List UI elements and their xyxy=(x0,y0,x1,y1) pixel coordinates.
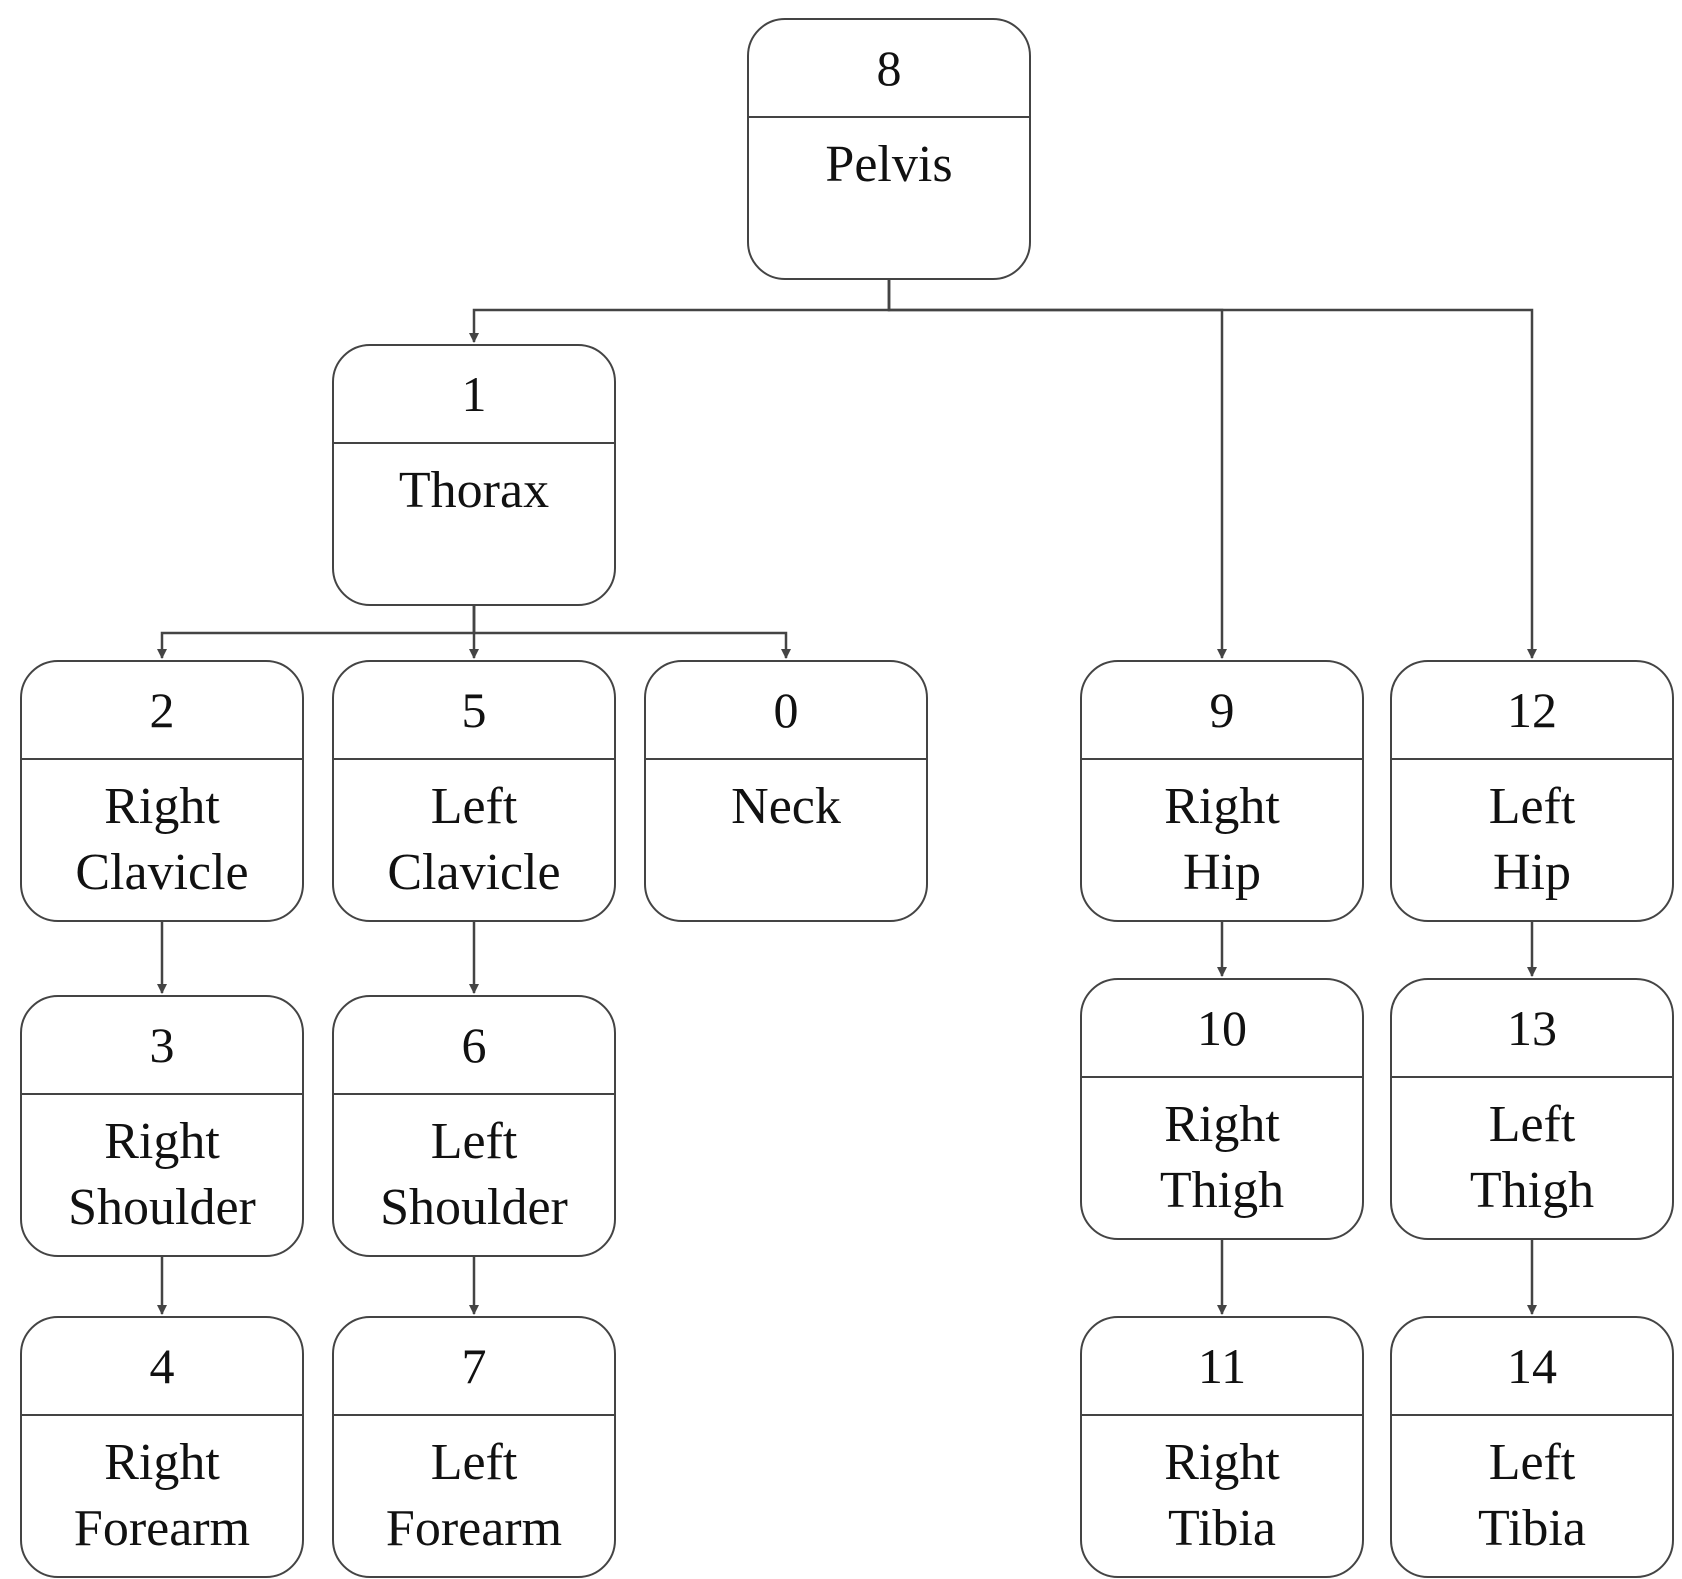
node-right-thigh: 10 Right Thigh xyxy=(1080,978,1364,1240)
node-index: 12 xyxy=(1392,662,1672,760)
node-index: 7 xyxy=(334,1318,614,1416)
node-label: Left Tibia xyxy=(1478,1434,1586,1557)
node-label: Right Forearm xyxy=(73,1434,251,1557)
node-left-tibia: 14 Left Tibia xyxy=(1390,1316,1674,1578)
node-label: Pelvis xyxy=(825,136,953,193)
node-left-hip: 12 Left Hip xyxy=(1390,660,1674,922)
edge-1-to-2 xyxy=(157,606,476,659)
node-index: 0 xyxy=(646,662,926,760)
node-index: 2 xyxy=(22,662,302,760)
node-index: 9 xyxy=(1082,662,1362,760)
node-left-forearm: 7 Left Forearm xyxy=(332,1316,616,1578)
node-left-thigh: 13 Left Thigh xyxy=(1390,978,1674,1240)
node-left-shoulder: 6 Left Shoulder xyxy=(332,995,616,1257)
node-index: 4 xyxy=(22,1318,302,1416)
node-index: 3 xyxy=(22,997,302,1095)
node-label: Left Clavicle xyxy=(387,778,561,901)
node-label: Right Tibia xyxy=(1164,1434,1280,1557)
node-label: Left Hip xyxy=(1488,778,1576,901)
edge-8-to-9 xyxy=(887,280,1227,659)
node-index: 11 xyxy=(1082,1318,1362,1416)
edge-1-to-0 xyxy=(472,606,791,659)
node-right-tibia: 11 Right Tibia xyxy=(1080,1316,1364,1578)
node-index: 14 xyxy=(1392,1318,1672,1416)
node-right-hip: 9 Right Hip xyxy=(1080,660,1364,922)
node-label: Left Shoulder xyxy=(380,1113,568,1236)
node-label: Left Forearm xyxy=(385,1434,563,1557)
edge-8-to-1 xyxy=(469,280,891,343)
node-label: Right Thigh xyxy=(1159,1096,1285,1219)
node-right-clavicle: 2 Right Clavicle xyxy=(20,660,304,922)
node-index: 5 xyxy=(334,662,614,760)
node-neck: 0 Neck xyxy=(644,660,928,922)
node-index: 1 xyxy=(334,346,614,444)
node-index: 10 xyxy=(1082,980,1362,1078)
node-left-clavicle: 5 Left Clavicle xyxy=(332,660,616,922)
node-pelvis: 8 Pelvis xyxy=(747,18,1031,280)
node-right-shoulder: 3 Right Shoulder xyxy=(20,995,304,1257)
node-label: Thorax xyxy=(398,462,550,519)
node-label: Right Clavicle xyxy=(75,778,249,901)
node-label: Neck xyxy=(731,778,841,835)
node-thorax: 1 Thorax xyxy=(332,344,616,606)
edge-8-to-12 xyxy=(887,280,1537,659)
node-label: Right Hip xyxy=(1164,778,1280,901)
node-label: Right Shoulder xyxy=(68,1113,256,1236)
node-right-forearm: 4 Right Forearm xyxy=(20,1316,304,1578)
node-index: 6 xyxy=(334,997,614,1095)
node-label: Left Thigh xyxy=(1469,1096,1595,1219)
node-index: 8 xyxy=(749,20,1029,118)
node-index: 13 xyxy=(1392,980,1672,1078)
